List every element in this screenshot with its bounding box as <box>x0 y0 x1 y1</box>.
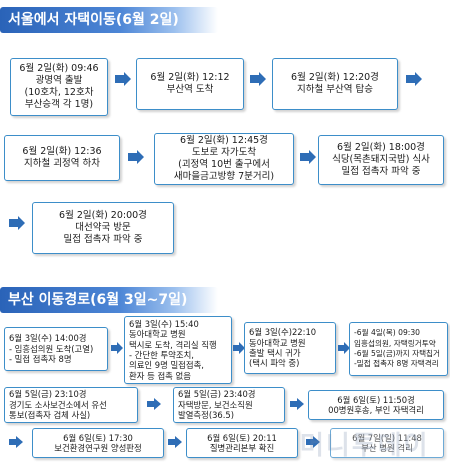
step-line: 6월 6일(토) 17:30 <box>63 432 133 443</box>
step-box-10: 6월 3일(수)22:10 동아대학교 병원 출발 택시 귀가 (택시 파악 중… <box>244 322 336 374</box>
arrow-right-icon <box>9 436 23 448</box>
step-box-4: 6월 2일(화) 12:36 지하철 괴정역 하차 <box>4 135 120 181</box>
step-line: 부산 병원 격리 <box>361 443 413 453</box>
step-line: 6월 6일(토) 20:11 <box>207 432 277 443</box>
step-line: 밀접 접촉자 파악 중 <box>63 234 143 245</box>
step-line: 도보로 자가도착 <box>191 147 257 158</box>
step-line: 6월 2일(화) 12:20경 <box>291 72 379 83</box>
step-line: 부산승객 각 1명) <box>24 99 94 110</box>
step-line: 질병관리본부 확진 <box>209 443 275 453</box>
step-line: 6월 3일(수) 14:00경 <box>9 333 87 344</box>
step-line: 6월 7일(일) 11:48 <box>352 432 422 443</box>
step-line: -6월 5일(금)까지 자택칩거 <box>354 349 441 358</box>
arrow-right-icon <box>406 72 422 86</box>
arrow-right-icon <box>115 72 131 86</box>
arrow-right-icon <box>300 150 316 164</box>
step-line: 발열측정(36.5) <box>178 410 235 421</box>
arrow-right-icon <box>168 436 182 448</box>
step-line: 동아대학교 병원 <box>249 337 306 348</box>
step-line: - 임흥섭의원 도착(고열) <box>9 343 94 354</box>
step-line: 부산역 도착 <box>166 84 214 95</box>
step-box-13: 6월 5일(금) 23:40경 자택방문, 보건소직원 발열측정(36.5) <box>173 387 285 423</box>
step-box-17: 6월 7일(일) 11:48 부산 병원 격리 <box>330 428 444 458</box>
arrow-right-icon <box>128 150 144 164</box>
arrow-right-icon <box>9 216 25 230</box>
step-line: 대선약국 방문 <box>75 222 131 233</box>
step-line: 동아대학교 병원 <box>129 329 186 340</box>
step-line: (10호차, 12호차 <box>24 87 94 98</box>
step-box-16: 6월 6일(토) 20:11 질병관리본부 확진 <box>186 428 298 458</box>
arrow-right-icon <box>147 398 161 410</box>
section-title-text: 부산 이동경로(6월 3일~7일) <box>8 292 188 308</box>
step-box-8: 6월 3일(수) 14:00경 - 임흥섭의원 도착(고열) - 밀접 접촉자 … <box>4 327 108 371</box>
step-line: -6월 4일(목) 09:30 <box>354 328 420 338</box>
arrow-right-icon <box>233 342 245 354</box>
step-line: -밀접 접촉자 8명 자택격리 <box>354 359 439 369</box>
step-line: 6월 2일(화) 12:36 <box>22 146 102 157</box>
step-line: 통보(접촉자 검체 사실) <box>9 410 91 421</box>
arrow-right-icon <box>338 342 350 354</box>
arrow-right-icon <box>250 72 266 86</box>
step-line: 6월 3일(수) 15:40 <box>129 318 199 329</box>
step-line: 자택방문, 보건소직원 <box>178 399 253 410</box>
step-line: 6월 2일(화) 12:45경 <box>180 135 268 146</box>
step-box-15: 6월 6일(토) 17:30 보건환경연구원 양성판정 <box>32 428 164 458</box>
step-line: (택시 파악 중) <box>249 358 300 369</box>
step-box-11: -6월 4일(목) 09:30 임흥섭의원, 자택링거투약 -6월 5일(금)까… <box>349 322 448 376</box>
step-line: 6월 2일(화) 09:46 <box>19 63 99 74</box>
step-box-14: 6월 6일(토) 11:50경 00병원후송, 부인 자택격리 <box>308 390 444 420</box>
step-line: 6월 5일(금) 23:40경 <box>178 389 256 400</box>
step-box-2: 6월 2일(화) 12:12 부산역 도착 <box>136 58 244 110</box>
step-line: 6월 2일(화) 20:00경 <box>59 210 147 221</box>
step-line: 밀접 접촉자 파악 중 <box>341 166 421 177</box>
step-box-5: 6월 2일(화) 12:45경 도보로 자가도착 (괴정역 10번 출구에서 새… <box>154 133 294 185</box>
step-box-7: 6월 2일(화) 20:00경 대선약국 방문 밀접 접촉자 파악 중 <box>32 202 174 254</box>
step-box-12: 6월 5일(금) 23:10경 경기도 소사보건소에서 유선 통보(접촉자 검체… <box>4 387 138 423</box>
arrow-right-icon <box>306 436 320 448</box>
step-line: 지하철 부산역 탑승 <box>297 84 373 95</box>
step-line: 의료인 9명 밀접접촉, <box>129 360 204 371</box>
step-line: 택시로 도착, 격리실 직행 <box>129 339 217 350</box>
step-line: 출발 택시 귀가 <box>249 348 301 358</box>
step-box-9: 6월 3일(수) 15:40 동아대학교 병원 택시로 도착, 격리실 직행 -… <box>124 316 232 384</box>
step-line: 6월 2일(화) 18:00경 <box>337 142 425 153</box>
step-line: 새마을금고방향 7분거리) <box>173 171 275 182</box>
step-line: 6월 6일(토) 11:50경 <box>337 394 415 405</box>
step-line: 경기도 소사보건소에서 유선 <box>9 399 107 410</box>
section-title-seoul: 서울에서 자택이동(6월 2일) <box>0 7 218 33</box>
step-box-3: 6월 2일(화) 12:20경 지하철 부산역 탑승 <box>272 58 398 110</box>
step-line: 보건환경연구원 양성판정 <box>54 443 142 453</box>
step-line: 환자 등 접촉 없음 <box>129 370 191 381</box>
step-line: - 밀접 접촉자 8명 <box>9 354 72 365</box>
arrow-right-icon <box>111 342 123 354</box>
arrow-right-icon <box>290 398 304 410</box>
section-title-text: 서울에서 자택이동(6월 2일) <box>8 12 179 28</box>
step-line: - 간단한 투약조치, <box>129 350 194 360</box>
section-title-busan: 부산 이동경로(6월 3일~7일) <box>0 287 218 313</box>
step-line: 광명역 출발 <box>35 75 83 86</box>
step-line: 임흥섭의원, 자택링거투약 <box>354 338 436 348</box>
step-line: 6월 3일(수)22:10 <box>249 327 317 338</box>
step-line: 00병원후송, 부인 자택격리 <box>328 405 424 415</box>
step-line: 지하철 괴정역 하차 <box>24 158 100 169</box>
step-line: (괴정역 10번 출구에서 <box>178 159 270 170</box>
step-line: 6월 5일(금) 23:10경 <box>9 389 87 400</box>
step-line: 6월 2일(화) 12:12 <box>150 72 230 83</box>
step-line: 식당(목촌돼지국밥) 식사 <box>332 154 430 165</box>
step-box-1: 6월 2일(화) 09:46 광명역 출발 (10호차, 12호차 부산승객 각… <box>10 58 108 116</box>
watermark: 머니투데이 <box>300 431 430 461</box>
step-box-6: 6월 2일(화) 18:00경 식당(목촌돼지국밥) 식사 밀접 접촉자 파악 … <box>318 135 444 185</box>
